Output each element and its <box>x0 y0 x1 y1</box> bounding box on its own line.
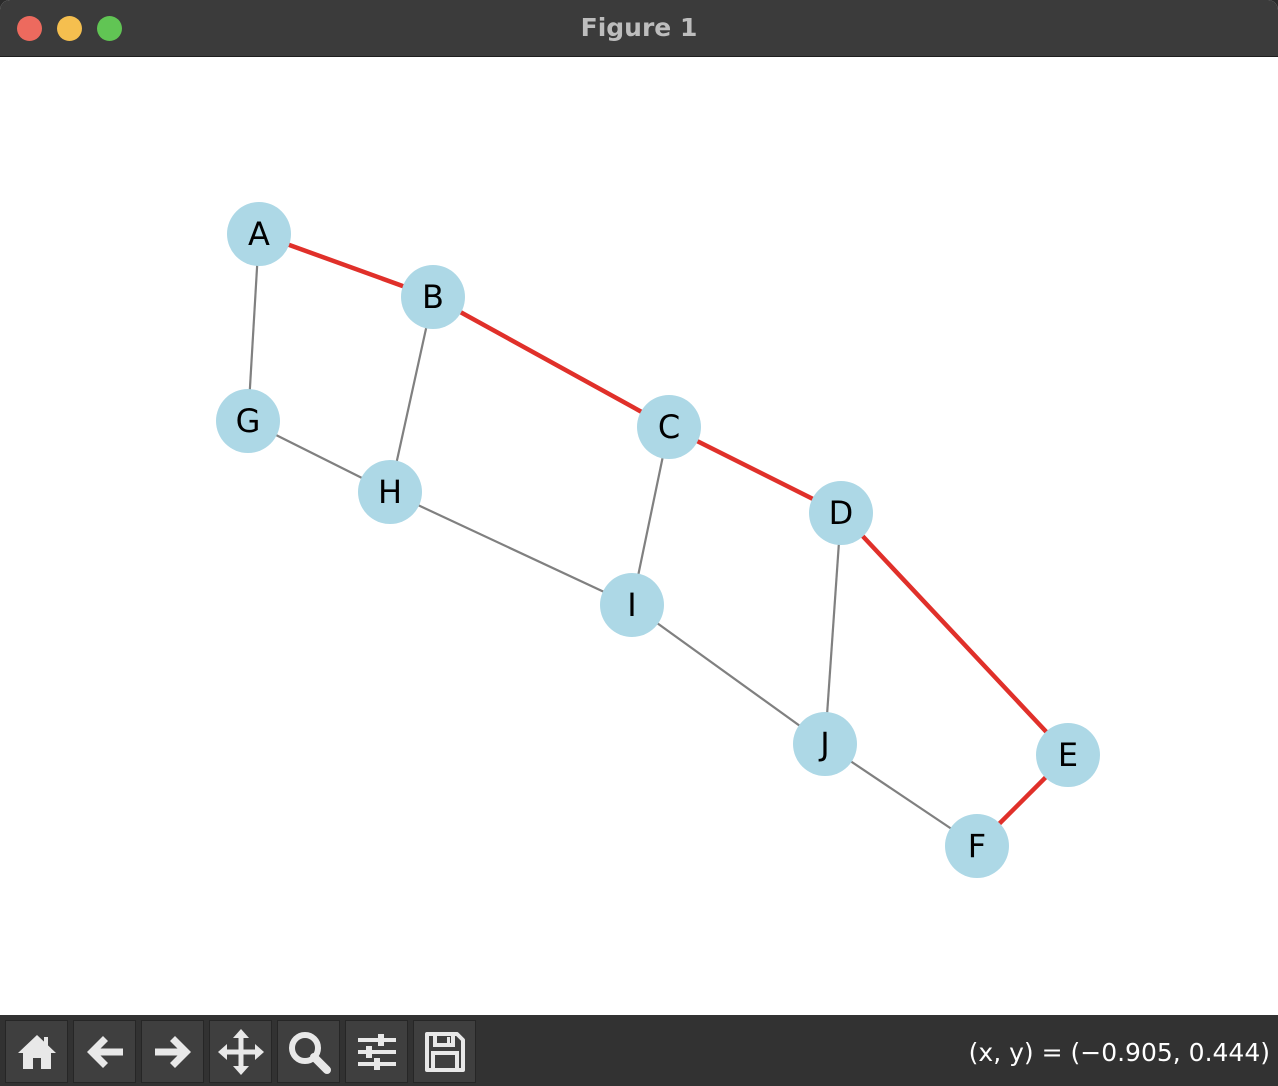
sliders-icon <box>357 1033 396 1070</box>
node-b: B <box>401 265 465 329</box>
node-label: D <box>829 494 854 532</box>
edge-c-d <box>667 424 843 516</box>
node-label: H <box>378 473 402 511</box>
node-g: G <box>216 389 280 453</box>
node-circle <box>227 202 291 266</box>
network-graph: A B C D E F G H I J <box>216 202 1100 878</box>
edge-i-j <box>631 604 826 745</box>
pan-button[interactable] <box>209 1020 272 1083</box>
node-label: B <box>422 278 444 316</box>
node-circle <box>793 712 857 776</box>
title-bar: Figure 1 <box>0 0 1278 57</box>
edge-d-e <box>839 511 1070 757</box>
node-a: A <box>227 202 291 266</box>
navigation-toolbar: (x, y) = (−0.905, 0.444) <box>0 1015 1278 1086</box>
node-i: I <box>600 573 664 637</box>
node-circle <box>1036 723 1100 787</box>
edge-b-c <box>431 295 671 429</box>
node-circle <box>358 460 422 524</box>
node-circle <box>809 481 873 545</box>
home-icon <box>17 1034 56 1069</box>
minimize-window-button[interactable] <box>57 16 82 41</box>
node-label: I <box>627 586 636 624</box>
nodes-layer: A B C D E F G H I J <box>216 202 1100 878</box>
node-h: H <box>358 460 422 524</box>
cursor-coordinates: (x, y) = (−0.905, 0.444) <box>968 1038 1270 1067</box>
node-circle <box>600 573 664 637</box>
node-label: J <box>818 725 829 763</box>
forward-button[interactable] <box>141 1020 204 1083</box>
home-button[interactable] <box>5 1020 68 1083</box>
configure-subplots-button[interactable] <box>345 1020 408 1083</box>
close-window-button[interactable] <box>17 16 42 41</box>
magnifier-icon <box>288 1031 331 1074</box>
arrow-right-icon <box>154 1035 191 1068</box>
edge-h-i <box>389 491 633 606</box>
node-label: C <box>658 408 680 446</box>
node-circle <box>216 389 280 453</box>
node-label: G <box>236 402 261 440</box>
node-c: C <box>637 395 701 459</box>
arrow-left-icon <box>86 1035 123 1068</box>
node-circle <box>637 395 701 459</box>
floppy-disk-icon <box>424 1031 465 1072</box>
edges-layer <box>246 231 1070 848</box>
window-title: Figure 1 <box>580 13 698 42</box>
figure-canvas[interactable]: A B C D E F G H I J <box>3 57 1278 1015</box>
node-label: E <box>1058 736 1078 774</box>
edge-d-j <box>823 512 843 745</box>
node-label: F <box>968 827 986 865</box>
edge-b-h <box>388 296 435 493</box>
node-circle <box>945 814 1009 878</box>
node-circle <box>401 265 465 329</box>
zoom-button[interactable] <box>277 1020 340 1083</box>
maximize-window-button[interactable] <box>97 16 122 41</box>
move-arrows-icon <box>217 1028 264 1075</box>
node-d: D <box>809 481 873 545</box>
save-button[interactable] <box>413 1020 476 1083</box>
node-f: F <box>945 814 1009 878</box>
node-j: J <box>793 712 857 776</box>
node-label: A <box>248 215 270 253</box>
back-button[interactable] <box>73 1020 136 1083</box>
node-e: E <box>1036 723 1100 787</box>
